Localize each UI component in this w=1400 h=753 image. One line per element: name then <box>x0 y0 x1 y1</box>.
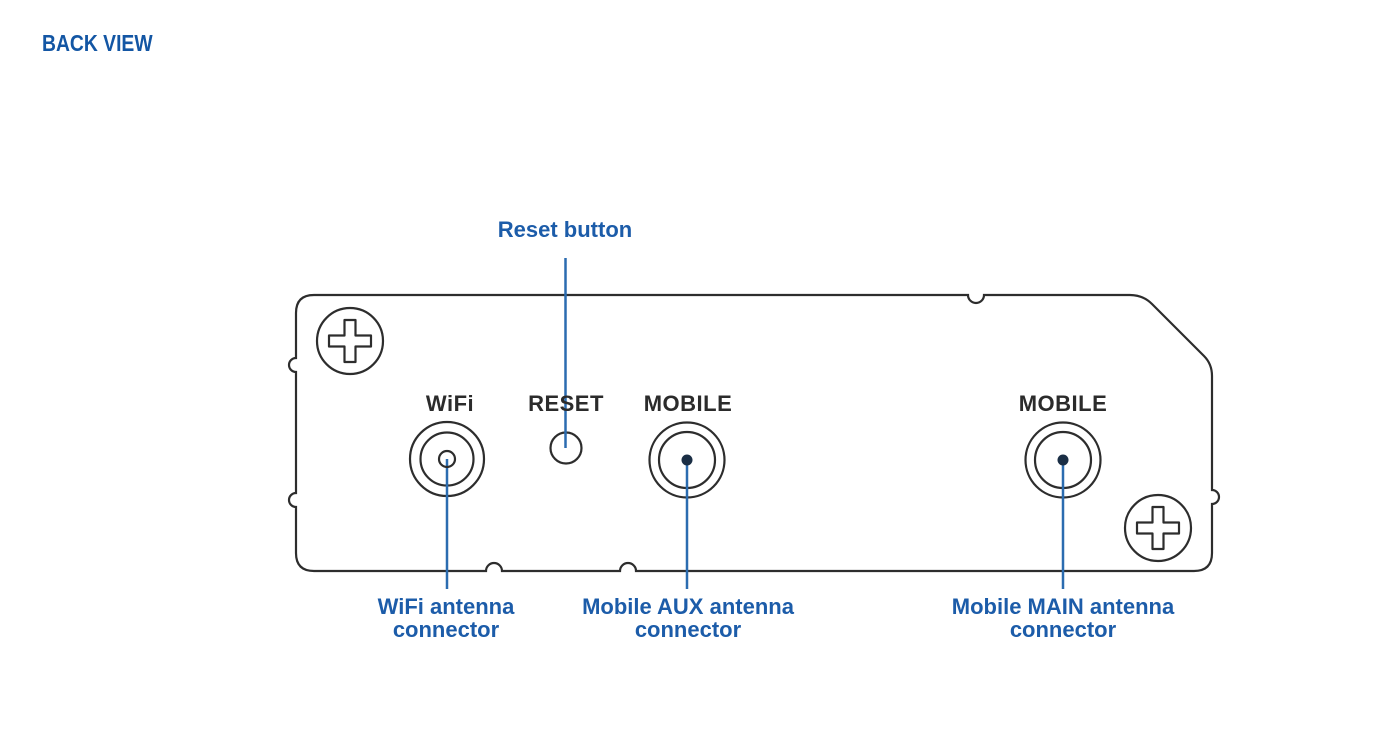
callout-line1: Mobile AUX antenna <box>582 594 794 619</box>
reset-button-callout: Reset button <box>497 217 633 242</box>
callout-line2: connector <box>392 617 500 642</box>
callout-line2: connector <box>1009 617 1117 642</box>
mobile-main-antenna-callout: Mobile MAIN antenna connector <box>952 595 1174 641</box>
callout-line2: connector <box>634 617 742 642</box>
mobile-aux-antenna-callout: Mobile AUX antenna connector <box>582 595 794 641</box>
wifi-antenna-callout: WiFi antenna connector <box>378 595 515 641</box>
callout-line1: WiFi antenna <box>377 594 515 619</box>
panel-label-mobile-main: MOBILE <box>1018 391 1108 416</box>
phillips-screw-top-left-icon <box>315 306 385 376</box>
page-title: BACK VIEW <box>42 30 153 56</box>
phillips-screw-bottom-right-icon <box>1123 493 1193 563</box>
mobile-aux-connector-pin <box>681 454 693 466</box>
mobile-main-connector-pin <box>1057 454 1069 466</box>
callout-line1: Mobile MAIN antenna <box>951 594 1175 619</box>
panel-label-reset: RESET <box>528 391 604 416</box>
device-outline <box>287 293 1221 573</box>
panel-label-wifi: WiFi <box>425 391 475 416</box>
wifi-connector-center-pin <box>437 449 457 469</box>
panel-label-mobile-aux: MOBILE <box>643 391 733 416</box>
